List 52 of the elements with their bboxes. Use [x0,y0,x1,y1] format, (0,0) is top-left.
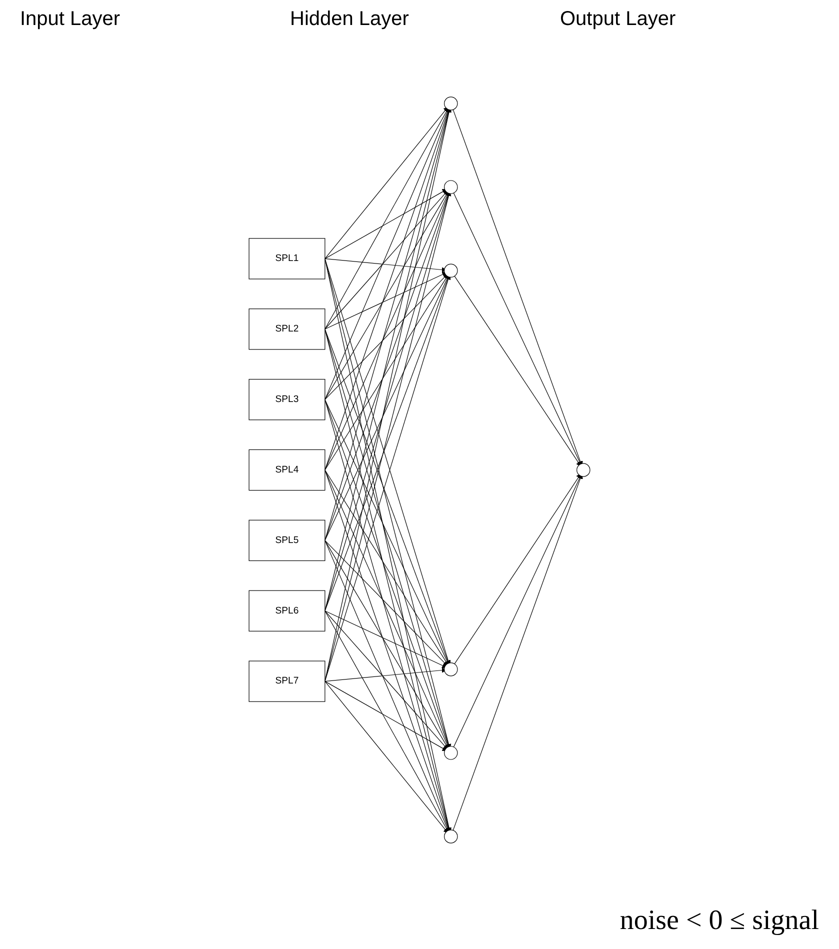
arrow [324,328,450,666]
arrow [324,681,448,752]
node-box: SPL2 [248,308,326,350]
node-circle [444,830,458,844]
arrow [452,109,583,466]
arrow [324,540,449,750]
node-box: SPL5 [248,520,326,562]
arrow [452,474,583,831]
node-box: SPL1 [248,238,326,280]
layer-heading: Input Layer [20,8,120,31]
node-circle [444,180,458,194]
layer-heading: Hidden Layer [290,8,409,31]
arrow [324,107,450,400]
arrow [324,399,450,666]
node-circle [576,463,590,477]
arrow [324,681,448,834]
arrow [324,470,449,666]
arrow [324,272,448,330]
node-box: SPL3 [248,378,326,420]
arrow [454,276,582,467]
arrow [324,190,450,541]
arrow [324,540,448,667]
arrow [324,106,448,259]
node-box: SPL6 [248,590,326,632]
arrow [324,190,449,400]
arrow [324,106,450,330]
node-box: SPL7 [248,660,326,702]
arrow [324,190,450,470]
arrow [324,107,450,470]
arrow [324,470,450,833]
note-text: noise < 0 ≤ signal [620,905,819,936]
node-box: SPL4 [248,449,326,491]
arrow [324,274,450,541]
arrow [324,399,450,750]
arrow [324,274,450,612]
arrow [324,610,450,834]
arrow [454,473,582,664]
arrow [324,470,450,750]
arrow [324,190,448,330]
arrow [324,610,448,750]
arrow [324,540,450,833]
arrow [324,610,448,668]
arrow [324,188,448,259]
node-circle [444,746,458,760]
layer-heading: Output Layer [560,8,676,31]
arrow [324,273,448,400]
node-circle [444,96,458,110]
node-circle [444,264,458,278]
arrow [453,192,582,466]
arrow [453,474,582,748]
node-circle [444,662,458,676]
arrow [324,274,449,470]
